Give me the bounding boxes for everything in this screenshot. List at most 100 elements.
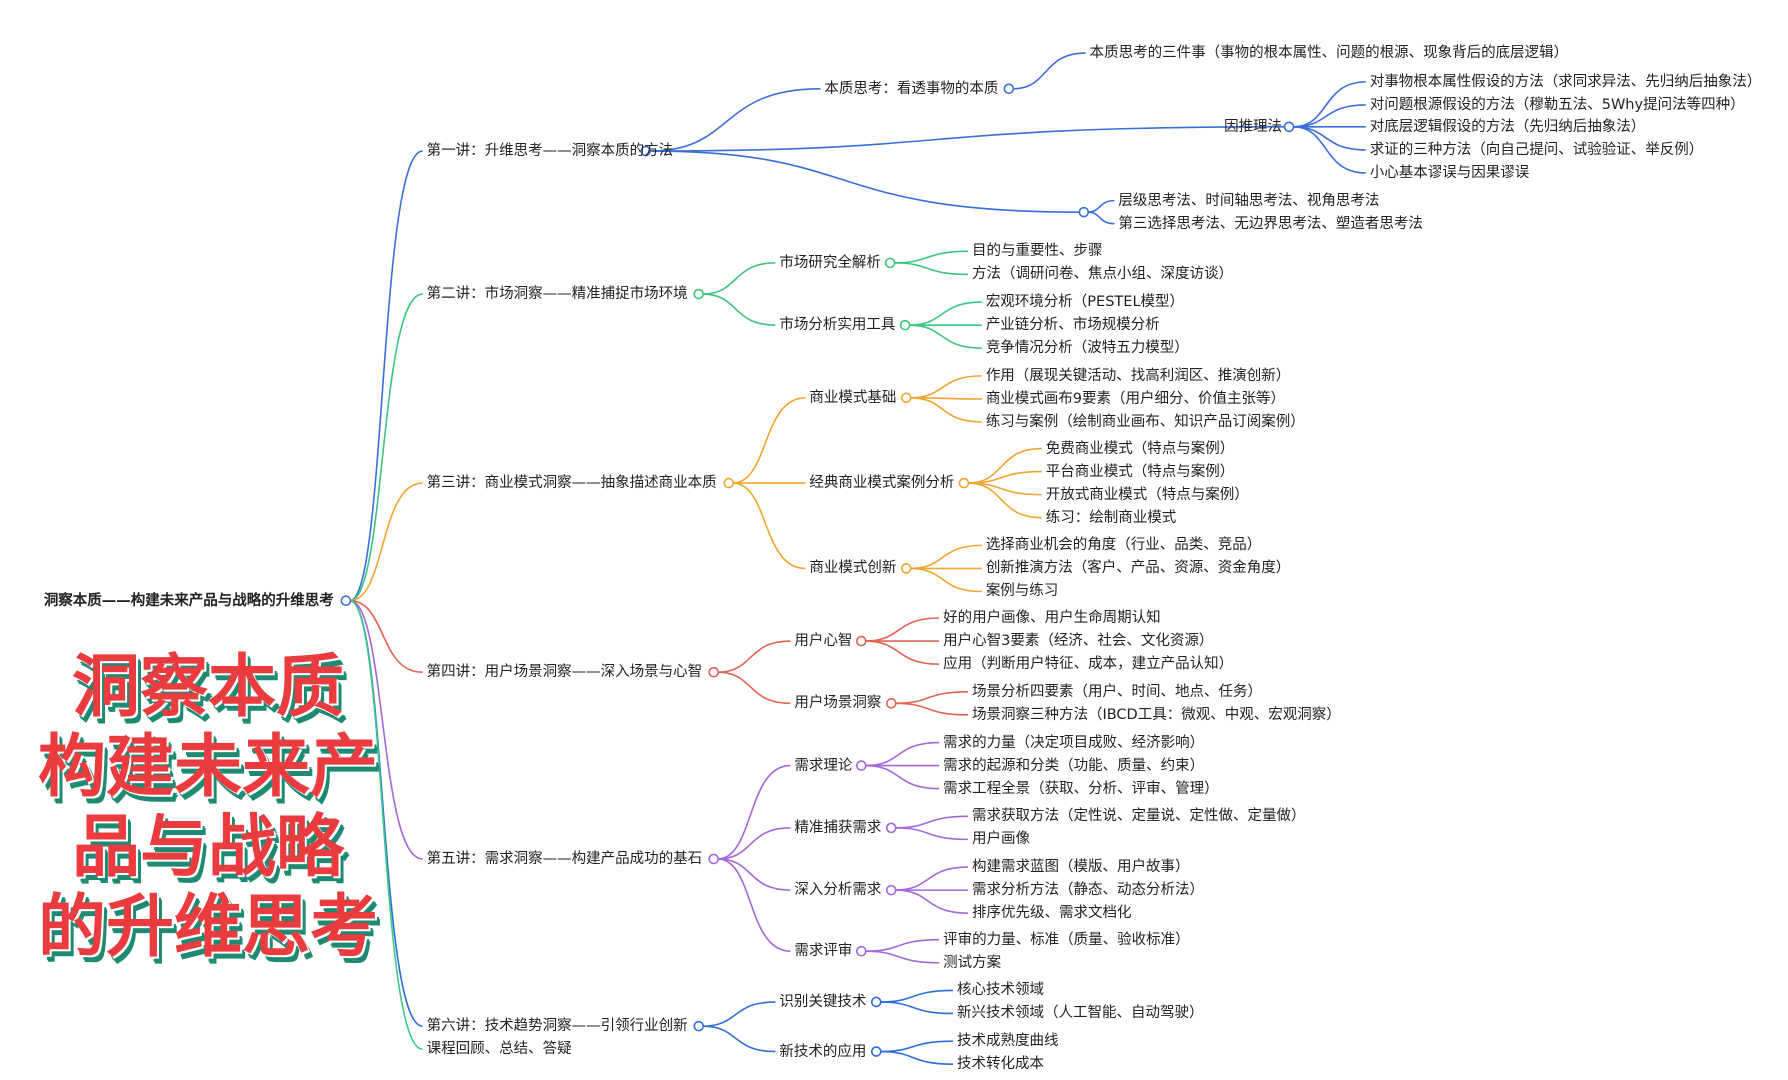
leaf-node[interactable]: 产业链分析、市场规模分析 <box>985 317 1160 334</box>
branch-node[interactable]: 第六讲：技术趋势洞察——引领行业创新 <box>426 1018 688 1035</box>
leaf-node[interactable]: 目的与重要性、步骤 <box>971 243 1103 260</box>
collapse-toggle[interactable] <box>693 288 705 300</box>
leaf-link <box>895 827 968 841</box>
branch-link <box>349 599 423 673</box>
collapse-toggle[interactable] <box>855 760 867 771</box>
leaf-node[interactable]: 需求的力量（决定项目成败、经济影响） <box>943 734 1205 751</box>
leaf-node[interactable]: 好的用户画像、用户生命周期认知 <box>943 610 1161 626</box>
leaf-node[interactable]: 需求分析方法（静态、动态分析法） <box>971 882 1204 899</box>
leaf-node[interactable]: 第三选择思考法、无边界思考法、塑造者思考法 <box>1118 215 1423 232</box>
leaf-node[interactable]: 小心基本谬误与因果谬误 <box>1369 164 1530 181</box>
sub-branch-node[interactable]: 精准捕获需求 <box>794 819 882 836</box>
leaf-node[interactable]: 创新推演方法（客户、产品、资源、资金角度） <box>985 560 1291 577</box>
collapse-toggle[interactable] <box>870 1046 882 1057</box>
sub-branch-node[interactable]: 因推理法 <box>1224 118 1283 135</box>
collapse-toggle[interactable] <box>708 853 720 865</box>
root-node[interactable]: 洞察本质——构建未来产品与战略的升维思考 <box>43 592 334 609</box>
sub-branch-node[interactable]: 用户场景洞察 <box>794 695 882 712</box>
leaf-node[interactable]: 免费商业模式（特点与案例） <box>1045 440 1235 457</box>
sub-branch-node[interactable]: 本质思考：看透事物的本质 <box>824 80 999 97</box>
branch-node[interactable]: 课程回顾、总结、答疑 <box>426 1041 572 1058</box>
leaf-node[interactable]: 测试方案 <box>943 954 1002 971</box>
collapse-toggle[interactable] <box>1003 83 1015 95</box>
leaf-node[interactable]: 练习：绘制商业模式 <box>1045 509 1177 526</box>
sub-branch-node[interactable]: 商业模式基础 <box>809 389 897 406</box>
sub-branch-node[interactable]: 新技术的应用 <box>779 1043 867 1060</box>
leaf-node[interactable]: 对事物根本属性假设的方法（求同求异法、先归纳后抽象法） <box>1369 73 1762 90</box>
leaf-node[interactable]: 应用（判断用户特征、成本，建立产品认知） <box>943 656 1234 673</box>
sub-branch-node[interactable]: 市场分析实用工具 <box>779 317 896 334</box>
leaf-node[interactable]: 场景分析四要素（用户、时间、地点、任务） <box>971 683 1262 700</box>
leaf-node[interactable]: 对底层逻辑假设的方法（先归纳后抽象法） <box>1369 118 1646 135</box>
collapse-toggle[interactable] <box>885 698 897 709</box>
sub-branch-link <box>732 482 806 570</box>
branch-node[interactable]: 第二讲：市场洞察——精准捕捉市场环境 <box>426 286 688 302</box>
branch-node[interactable]: 第四讲：用户场景洞察——深入场景与心智 <box>426 664 703 681</box>
leaf-node[interactable]: 层级思考法、时间轴思考法、视角思考法 <box>1118 192 1380 209</box>
leaf-link <box>967 482 1042 519</box>
collapse-toggle[interactable] <box>640 145 651 157</box>
sub-branch-link <box>717 858 791 953</box>
collapse-toggle[interactable] <box>708 666 720 678</box>
sub-branch-node[interactable]: 商业模式创新 <box>809 560 897 577</box>
branch-node[interactable]: 第一讲：升维思考——洞察本质的方法 <box>426 143 674 160</box>
collapse-toggle[interactable] <box>1283 121 1295 133</box>
leaf-node[interactable]: 用户画像 <box>971 831 1030 848</box>
leaf-node[interactable]: 用户心智3要素（经济、社会、文化资源） <box>943 633 1214 650</box>
sub-branch-node[interactable]: 需求评审 <box>794 943 853 960</box>
branch-node[interactable]: 第五讲：需求洞察——构建产品成功的基石 <box>426 850 703 867</box>
collapse-toggle[interactable] <box>885 822 897 834</box>
collapse-toggle[interactable] <box>884 257 896 269</box>
collapse-toggle[interactable] <box>900 563 912 574</box>
leaf-node[interactable]: 核心技术领域 <box>956 982 1044 999</box>
collapse-toggle[interactable] <box>693 1020 705 1032</box>
leaf-node[interactable]: 作用（展现关键活动、找高利润区、推演创新） <box>985 367 1291 384</box>
leaf-node[interactable]: 方法（调研问卷、焦点小组、深度访谈） <box>971 266 1233 283</box>
leaf-node[interactable]: 宏观环境分析（PESTEL模型） <box>985 294 1185 311</box>
leaf-node[interactable]: 需求获取方法（定性说、定量说、定性做、定量做） <box>971 808 1306 825</box>
collapse-toggle[interactable] <box>900 392 912 404</box>
collapse-toggle[interactable] <box>855 945 867 957</box>
leaf-node[interactable]: 技术转化成本 <box>956 1056 1044 1073</box>
leaf-node[interactable]: 选择商业机会的角度（行业、品类、竞品） <box>985 537 1262 554</box>
leaf-node[interactable]: 求证的三种方法（向自己提问、试验验证、举反例） <box>1369 141 1704 158</box>
collapse-toggle[interactable] <box>855 635 867 647</box>
leaf-node[interactable]: 竞争情况分析（波特五力模型） <box>985 340 1189 357</box>
sub-branch-link <box>702 1025 776 1053</box>
collapse-toggle[interactable] <box>899 319 911 331</box>
collapse-toggle[interactable] <box>870 996 882 1008</box>
leaf-node[interactable]: 练习与案例（绘制商业画布、知识产品订阅案例） <box>985 413 1305 430</box>
leaf-node[interactable]: 需求工程全景（获取、分析、评审、管理） <box>943 780 1219 797</box>
leaf-link <box>1293 126 1366 174</box>
sub-branch-link <box>732 396 806 484</box>
leaf-link <box>894 262 968 276</box>
leaf-link <box>910 567 982 593</box>
collapse-toggle[interactable] <box>1078 206 1090 218</box>
leaf-node[interactable]: 场景洞察三种方法（IBCD工具：微观、中观、宏观洞察） <box>971 706 1341 723</box>
branch-node[interactable]: 第三讲：商业模式洞察——抽象描述商业本质 <box>426 475 717 492</box>
collapse-toggle[interactable] <box>723 477 734 489</box>
leaf-node[interactable]: 对问题根源假设的方法（穆勒五法、5Why提问法等四种） <box>1369 96 1745 113</box>
sub-branch-node[interactable]: 用户心智 <box>794 633 853 650</box>
leaf-node[interactable]: 评审的力量、标准（质量、验收标准） <box>943 931 1190 948</box>
branch-link <box>349 599 423 1051</box>
root-toggle[interactable] <box>340 595 352 607</box>
leaf-node[interactable]: 构建需求蓝图（模版、用户故事） <box>971 859 1190 876</box>
leaf-node[interactable]: 开放式商业模式（特点与案例） <box>1045 486 1249 503</box>
leaf-node[interactable]: 技术成熟度曲线 <box>956 1033 1059 1050</box>
sub-branch-node[interactable]: 识别关键技术 <box>779 993 867 1010</box>
sub-branch-node[interactable]: 市场研究全解析 <box>779 254 881 271</box>
leaf-node[interactable]: 商业模式画布9要素（用户细分、价值主张等） <box>985 390 1286 407</box>
leaf-link <box>895 866 968 891</box>
sub-branch-node[interactable]: 经典商业模式案例分析 <box>809 475 955 492</box>
leaf-node[interactable]: 平台商业模式（特点与案例） <box>1045 463 1235 480</box>
leaf-node[interactable]: 排序优先级、需求文档化 <box>971 905 1132 922</box>
collapse-toggle[interactable] <box>958 477 970 489</box>
leaf-node[interactable]: 本质思考的三件事（事物的根本属性、问题的根源、现象背后的底层逻辑） <box>1089 45 1569 62</box>
leaf-node[interactable]: 新兴技术领域（人工智能、自动驾驶） <box>956 1005 1204 1022</box>
leaf-node[interactable]: 需求的起源和分类（功能、质量、约束） <box>943 757 1205 774</box>
sub-branch-node[interactable]: 需求理论 <box>794 757 853 774</box>
collapse-toggle[interactable] <box>885 884 897 896</box>
leaf-node[interactable]: 案例与练习 <box>985 583 1059 600</box>
sub-branch-node[interactable]: 深入分析需求 <box>794 882 882 899</box>
